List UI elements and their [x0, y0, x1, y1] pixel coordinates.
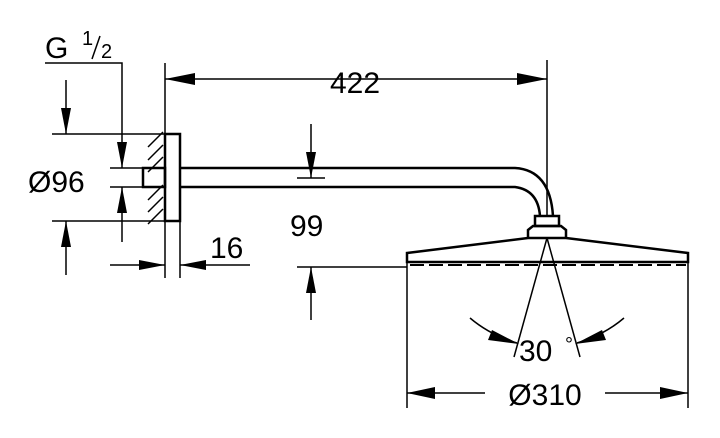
thread-leader — [45, 62, 123, 168]
arrow-icon — [660, 387, 688, 399]
thread-fraction-num: 1 — [82, 28, 93, 50]
thread-nipple — [141, 166, 167, 189]
arrow-icon — [407, 387, 435, 399]
spray-line-left — [513, 237, 548, 358]
dim-16-label: 16 — [210, 232, 243, 265]
arrow-icon — [180, 260, 206, 270]
spray-line-right — [546, 237, 581, 358]
connector-nut — [533, 214, 561, 228]
dim-99-label: 99 — [290, 210, 323, 243]
angle-label: 30 — [519, 335, 552, 368]
dim-96-label: Ø96 — [28, 166, 85, 199]
shower-arm-top — [180, 166, 555, 217]
wall-flange — [163, 132, 182, 223]
thread-fraction-den: 2 — [101, 41, 112, 63]
arrow-icon — [306, 267, 316, 293]
dim-310-label: Ø310 — [508, 379, 581, 412]
shower-arm-bottom — [180, 185, 542, 217]
head-base — [526, 224, 568, 238]
thread-label: G — [45, 32, 68, 65]
fraction-slash — [91, 35, 101, 60]
arrow-icon — [117, 187, 127, 213]
shower-head — [405, 236, 690, 264]
degree-symbol: ° — [565, 334, 573, 356]
arrow-icon — [488, 330, 519, 344]
arrow-icon — [575, 330, 606, 344]
dim-422-label: 422 — [330, 67, 380, 100]
arrow-icon — [61, 221, 71, 247]
arrow-icon — [306, 152, 316, 178]
arrow-icon — [117, 142, 127, 168]
arrow-icon — [165, 73, 195, 85]
arrow-icon — [517, 73, 547, 85]
wall-hatch — [147, 131, 164, 225]
arrow-icon — [139, 260, 165, 270]
arrow-icon — [61, 108, 71, 134]
